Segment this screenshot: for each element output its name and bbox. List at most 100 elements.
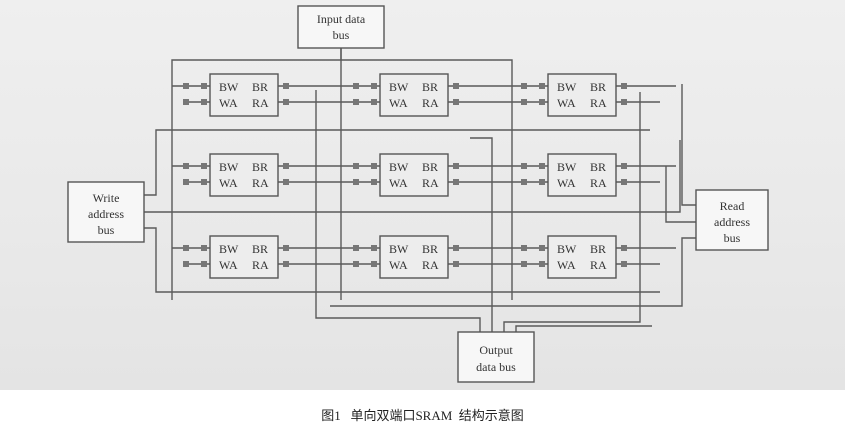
connection-node	[353, 163, 359, 169]
connection-node	[371, 245, 377, 251]
connection-node	[283, 163, 289, 169]
wa-label: WA	[219, 258, 238, 272]
connection-node	[371, 163, 377, 169]
bw-label: BW	[557, 242, 577, 256]
input-bus-trunk-right	[341, 59, 513, 300]
wa-label: WA	[389, 258, 408, 272]
output-bus-line-1	[315, 90, 481, 332]
connection-node	[283, 261, 289, 267]
read-bus-line-2	[665, 166, 696, 223]
write-bus-line-3	[144, 227, 660, 293]
connection-node	[353, 99, 359, 105]
read-bus-line-3	[330, 237, 696, 307]
br-label: BR	[422, 242, 438, 256]
memory-cell-r3-c1: BW BR WA RA	[209, 235, 279, 279]
connection-node	[201, 99, 207, 105]
connection-node	[353, 245, 359, 251]
connection-node	[201, 179, 207, 185]
br-label: BR	[590, 160, 606, 174]
connection-node	[453, 245, 459, 251]
wa-label: WA	[389, 96, 408, 110]
br-label: BR	[590, 242, 606, 256]
connection-node	[201, 245, 207, 251]
output-bus-label-2: data bus	[476, 360, 516, 374]
bw-label: BW	[219, 160, 239, 174]
bw-label: BW	[219, 242, 239, 256]
connection-node	[183, 179, 189, 185]
connection-node	[283, 179, 289, 185]
connection-node	[621, 99, 627, 105]
wa-label: WA	[389, 176, 408, 190]
connection-node	[453, 83, 459, 89]
connection-node	[371, 261, 377, 267]
output-data-bus: Output data bus	[457, 331, 535, 383]
write-address-bus: Write address bus	[67, 181, 145, 243]
ra-label: RA	[422, 258, 439, 272]
br-label: BR	[590, 80, 606, 94]
br-label: BR	[252, 242, 268, 256]
connection-node	[539, 83, 545, 89]
connection-node	[521, 245, 527, 251]
connection-node	[353, 83, 359, 89]
connection-node	[521, 163, 527, 169]
ra-label: RA	[590, 96, 607, 110]
connection-node	[621, 163, 627, 169]
output-bus-line-2	[470, 137, 493, 332]
input-data-bus: Input data bus	[297, 5, 385, 49]
bw-label: BW	[557, 160, 577, 174]
connection-node	[183, 99, 189, 105]
write-bus-line-2	[144, 140, 681, 213]
bw-label: BW	[557, 80, 577, 94]
connection-node	[371, 179, 377, 185]
br-label: BR	[422, 160, 438, 174]
memory-cell-grid: BW BR WA RA BW BR WA RA BW BR WA RA BW BR WA RA BW BR WA RA…	[183, 73, 627, 279]
ra-label: RA	[422, 96, 439, 110]
connection-node	[539, 245, 545, 251]
connection-node	[521, 261, 527, 267]
connection-node	[183, 245, 189, 251]
connection-node	[353, 179, 359, 185]
bw-label: BW	[219, 80, 239, 94]
ra-label: RA	[252, 258, 269, 272]
input-bus-label-1: Input data	[317, 12, 366, 26]
connection-node	[183, 83, 189, 89]
connection-node	[183, 163, 189, 169]
br-label: BR	[252, 160, 268, 174]
connection-node	[453, 179, 459, 185]
ra-label: RA	[252, 96, 269, 110]
read-bus-label-1: Read	[720, 199, 745, 213]
bw-label: BW	[389, 80, 409, 94]
read-address-bus: Read address bus	[695, 189, 769, 251]
write-bus-line-1	[144, 129, 650, 196]
connection-node	[539, 261, 545, 267]
connection-node	[621, 261, 627, 267]
wa-label: WA	[557, 96, 576, 110]
connection-node	[539, 163, 545, 169]
connection-node	[183, 261, 189, 267]
wa-label: WA	[219, 176, 238, 190]
connection-node	[283, 245, 289, 251]
connection-node	[453, 261, 459, 267]
connection-node	[621, 83, 627, 89]
connection-node	[521, 179, 527, 185]
ra-label: RA	[590, 258, 607, 272]
connection-node	[453, 163, 459, 169]
sram-structure-diagram: BW BR WA RA BW BR WA RA BW BR WA RA BW BR WA RA BW BR WA RA…	[67, 5, 769, 383]
connection-node	[521, 83, 527, 89]
write-bus-label-1: Write	[93, 191, 120, 205]
input-bus-label-2: bus	[333, 28, 350, 42]
bw-label: BW	[389, 160, 409, 174]
read-bus-line-1	[681, 84, 696, 206]
connection-node	[371, 83, 377, 89]
br-label: BR	[422, 80, 438, 94]
memory-cell-r1-c3: BW BR WA RA	[547, 73, 617, 117]
wa-label: WA	[219, 96, 238, 110]
connection-node	[521, 99, 527, 105]
